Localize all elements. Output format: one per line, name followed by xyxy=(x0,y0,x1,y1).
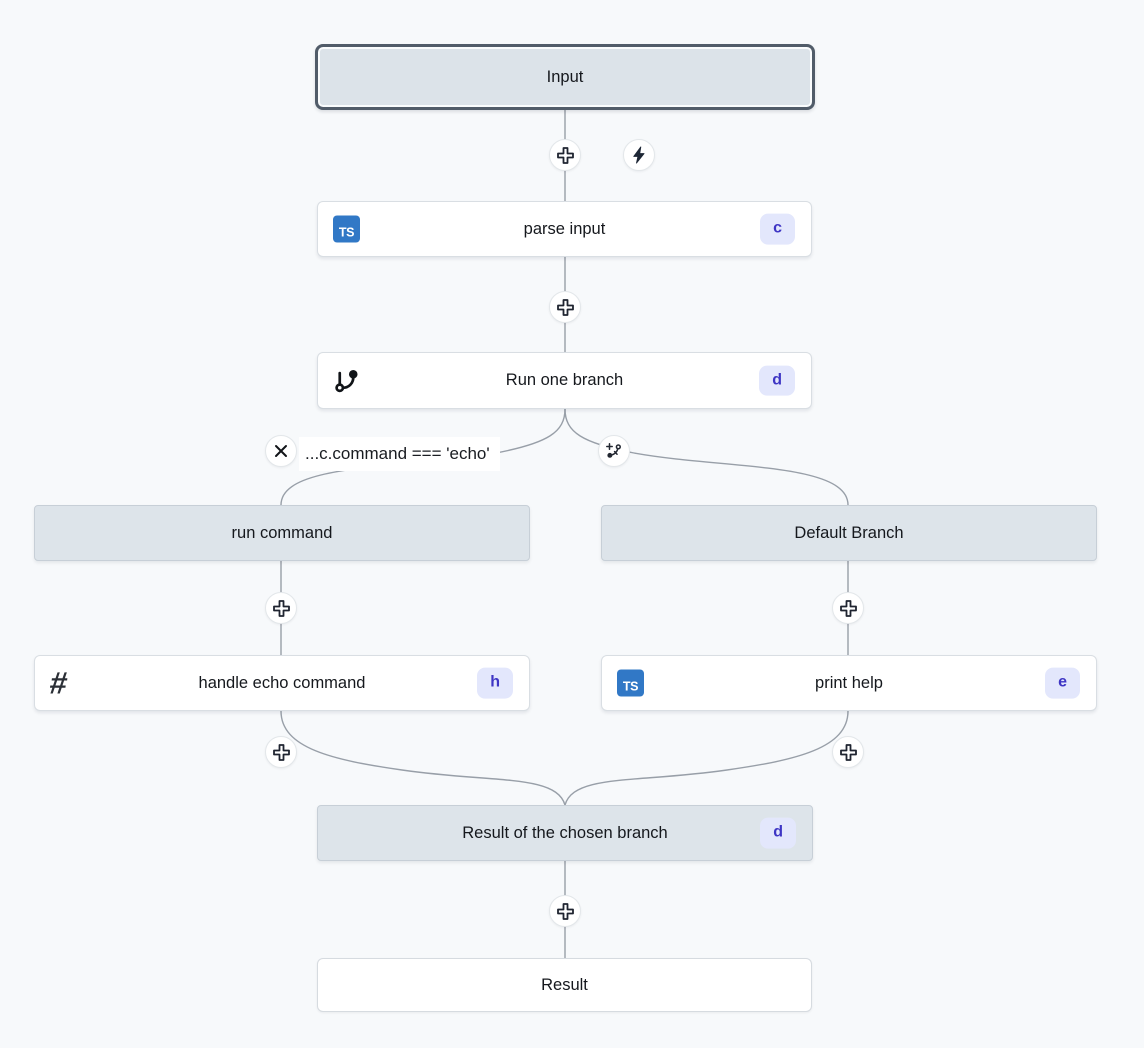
node-input-label: Input xyxy=(546,67,584,86)
step-id-badge: e xyxy=(1045,667,1080,699)
node-run-one-branch-label: Run one branch xyxy=(505,371,624,389)
plus-icon xyxy=(556,146,574,164)
add-step-button[interactable] xyxy=(549,139,581,171)
hash-icon: # xyxy=(47,665,70,701)
add-step-button[interactable] xyxy=(832,736,864,768)
node-print-help[interactable]: TS print help e xyxy=(601,655,1097,711)
typescript-icon: TS xyxy=(617,669,644,697)
add-step-button[interactable] xyxy=(832,592,864,624)
branch-header-label: Default Branch xyxy=(794,523,904,542)
git-branch-icon xyxy=(333,367,360,394)
typescript-icon: TS xyxy=(333,215,360,243)
edge-merge-left xyxy=(280,710,566,806)
add-step-button[interactable] xyxy=(265,592,297,624)
zap-icon xyxy=(633,146,645,164)
plus-icon xyxy=(556,298,574,316)
step-id-badge: h xyxy=(477,667,513,699)
step-id-badge: c xyxy=(760,213,795,245)
node-handle-echo-command[interactable]: # handle echo command h xyxy=(34,655,530,711)
step-id-badge: d xyxy=(759,365,795,396)
add-step-button[interactable] xyxy=(549,291,581,323)
node-result-of-chosen-branch[interactable]: Result of the chosen branch d xyxy=(317,805,813,861)
edge-split-right xyxy=(564,408,849,506)
node-print-help-label: print help xyxy=(815,673,883,692)
branch-plus-icon xyxy=(606,443,621,458)
x-icon xyxy=(275,445,287,457)
branch-header-run-command[interactable]: run command xyxy=(34,505,530,561)
add-step-button[interactable] xyxy=(549,895,581,927)
node-handle-echo-label: handle echo command xyxy=(198,673,366,692)
plus-icon xyxy=(556,902,574,920)
node-run-one-branch[interactable]: Run one branch d xyxy=(317,352,812,409)
node-result[interactable]: Result xyxy=(317,958,812,1012)
plus-icon xyxy=(839,743,857,761)
result-branch-label: Result of the chosen branch xyxy=(462,823,668,842)
branch-condition-label[interactable]: ...c.command === 'echo' xyxy=(299,437,500,471)
node-input[interactable]: Input xyxy=(315,44,815,110)
condition-toggle-button[interactable] xyxy=(265,435,297,467)
plus-icon xyxy=(272,743,290,761)
node-parse-input[interactable]: TS parse input c xyxy=(317,201,812,257)
step-id-badge: d xyxy=(760,817,796,849)
trigger-button[interactable] xyxy=(623,139,655,171)
node-result-label: Result xyxy=(541,975,588,994)
add-step-button[interactable] xyxy=(265,736,297,768)
plus-icon xyxy=(839,599,857,617)
branch-header-label: run command xyxy=(231,523,333,542)
branch-header-default[interactable]: Default Branch xyxy=(601,505,1097,561)
node-parse-input-label: parse input xyxy=(523,219,606,238)
plus-icon xyxy=(272,599,290,617)
edge-merge-right xyxy=(564,710,849,806)
add-branch-button[interactable] xyxy=(598,435,630,467)
